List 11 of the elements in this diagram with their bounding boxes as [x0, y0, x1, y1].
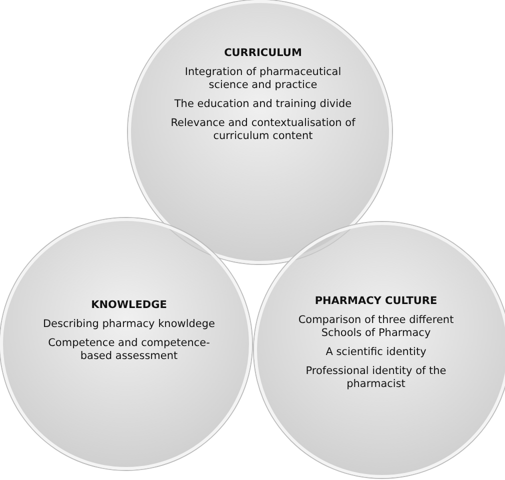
- topic-text: The education and training divide: [173, 98, 353, 111]
- topic-text: Integration of pharmaceutical science and practice: [184, 66, 342, 92]
- category-heading: KNOWLEDGE: [90, 299, 168, 312]
- topic-text: Comparison of three different Schools of Pharmacy: [297, 314, 455, 340]
- topic-text: Relevance and contextualisation of curriculum content: [170, 117, 356, 143]
- topic-text: Professional identity of the pharmacist: [304, 365, 448, 391]
- category-heading: CURRICULUM: [223, 47, 303, 60]
- topic-text: Describing pharmacy knowldege: [42, 318, 216, 331]
- topic-text: A scientific identity: [324, 346, 428, 359]
- topic-text: Competence and competence-based assessment: [47, 337, 211, 363]
- category-heading: PHARMACY CULTURE: [314, 295, 438, 308]
